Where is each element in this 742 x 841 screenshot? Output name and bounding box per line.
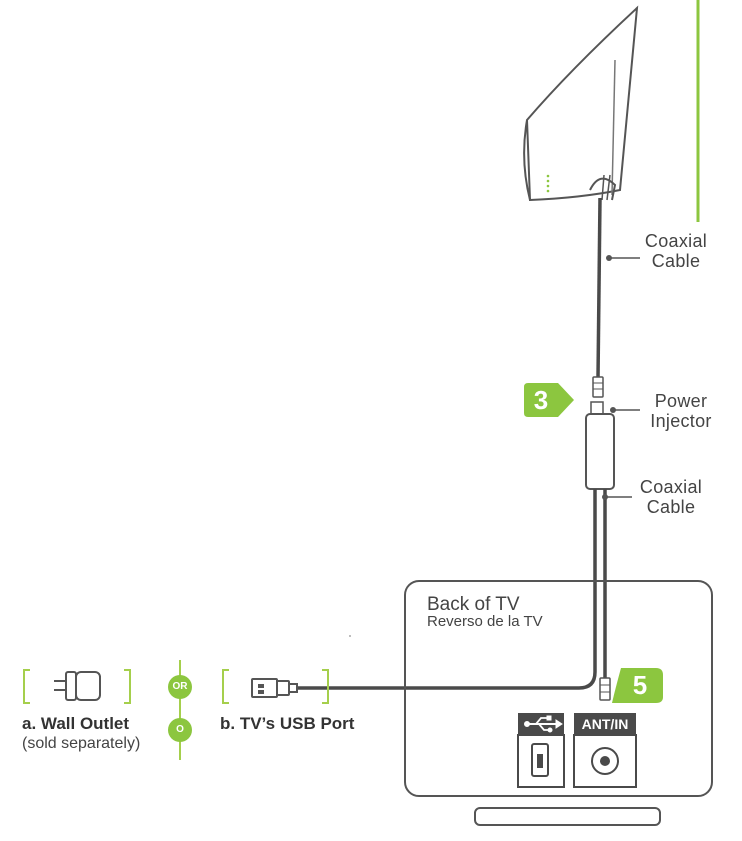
coax-port-icon [573,713,637,788]
sold-separately-label: (sold separately) [22,735,141,752]
wall-adapter-icon [54,671,101,701]
or-text: OR [172,681,188,692]
coax-connector [592,376,604,398]
or-badge [168,675,192,699]
tv-back [404,580,713,797]
power-injector-label: Power Injector [650,391,712,431]
power-injector-icon [585,401,615,490]
tv-stand [474,807,661,826]
back-of-tv-subtitle: Reverso de la TV [427,613,543,630]
coaxial-cable-bottom-label: Coaxial Cable [639,477,703,517]
step-5-number: 5 [632,670,648,700]
usb-power-cable [296,489,597,690]
usb-symbol-icon [524,715,563,733]
antenna-icon [523,5,639,202]
step-3-number: 3 [533,385,549,415]
o-badge [168,718,192,742]
coaxial-cable-top-label: Coaxial Cable [644,231,708,271]
usb-port-label: b. TV’s USB Port [220,714,355,733]
usb-bracket [222,669,329,704]
usb-plug-icon [251,678,298,698]
wall-outlet-bracket [23,669,131,704]
back-of-tv-title: Back of TV [427,594,520,615]
step-3-badge [524,383,574,417]
coaxial-cable-top [596,197,602,379]
coax-connector-bottom [599,677,611,701]
wall-outlet-label: a. Wall Outlet [22,714,130,733]
step-5-badge [612,668,663,703]
o-text: O [176,724,184,735]
ant-in-label: ANT/IN [581,716,629,732]
